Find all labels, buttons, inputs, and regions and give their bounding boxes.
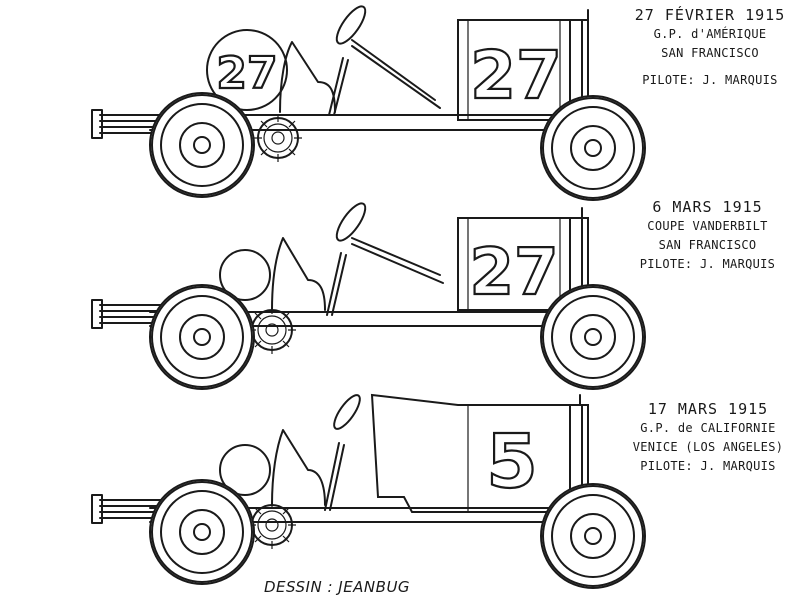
car-2-seat bbox=[271, 237, 326, 311]
car-2-driver: PILOTE: J. MARQUIS bbox=[639, 257, 776, 271]
car-2-place: SAN FRANCISCO bbox=[658, 238, 757, 252]
car-1-place: SAN FRANCISCO bbox=[661, 46, 759, 60]
car-1-tail-number: 27 bbox=[216, 48, 277, 99]
car-2-front-wheel bbox=[540, 284, 646, 390]
car-2-tail-tank bbox=[219, 249, 271, 301]
car-1-date: 27 FÉVRIER 1915 bbox=[634, 6, 786, 24]
car-2-hood: 27 bbox=[457, 207, 589, 311]
car-3-race-number: 5 bbox=[486, 419, 538, 505]
car-1-shifter bbox=[328, 57, 349, 116]
car-3-shifter bbox=[324, 442, 345, 511]
car-3-chain-gear bbox=[247, 500, 297, 550]
car-2-rear-wheel bbox=[149, 284, 255, 390]
car-1-event: G.P. d'AMÉRIQUE bbox=[653, 27, 767, 41]
car-1-steering-wheel bbox=[335, 5, 441, 109]
car-1-driver: PILOTE: J. MARQUIS bbox=[642, 73, 778, 87]
car-2-event: COUPE VANDERBILT bbox=[647, 219, 768, 233]
car-1-seat bbox=[279, 41, 336, 113]
car-1-tail bbox=[91, 109, 181, 139]
car-3-front-wheel bbox=[540, 483, 646, 589]
car-3-caption: 17 MARS 1915 G.P. de CALIFORNIE VENICE (… bbox=[618, 400, 798, 476]
car-1-tail-tank: 27 bbox=[206, 29, 288, 111]
car-2-chain-gear bbox=[247, 305, 297, 355]
car-1-front-wheel bbox=[540, 95, 646, 201]
car-2-date: 6 MARS 1915 bbox=[652, 198, 763, 216]
car-1-rear-wheel bbox=[149, 92, 255, 198]
car-2-shifter bbox=[326, 252, 347, 316]
car-1-race-number: 27 bbox=[470, 37, 562, 114]
car-1-hood: 27 bbox=[457, 9, 589, 121]
car-3-place: VENICE (LOS ANGELES) bbox=[632, 440, 784, 454]
car-3-hood: 5 bbox=[370, 393, 589, 513]
car-3-date: 17 MARS 1915 bbox=[647, 400, 769, 418]
car-2-steering-wheel bbox=[335, 202, 444, 284]
car-1: 27 27 bbox=[91, 5, 646, 201]
car-2-caption: 6 MARS 1915 COUPE VANDERBILT SAN FRANCIS… bbox=[620, 198, 795, 274]
car-3: 5 bbox=[91, 393, 646, 589]
car-1-caption: 27 FÉVRIER 1915 G.P. d'AMÉRIQUE SAN FRAN… bbox=[625, 6, 795, 90]
car-2-tail bbox=[91, 299, 181, 329]
car-3-driver: PILOTE: J. MARQUIS bbox=[640, 459, 776, 473]
car-3-steering-wheel bbox=[333, 394, 361, 430]
drawing-credit: DESSIN : JEANBUG bbox=[264, 578, 411, 596]
car-3-tail-tank bbox=[219, 444, 271, 496]
car-3-tail bbox=[91, 494, 181, 524]
car-3-event: G.P. de CALIFORNIE bbox=[640, 421, 776, 435]
car-1-chain-gear bbox=[253, 113, 303, 163]
car-2-race-number: 27 bbox=[469, 236, 558, 310]
car-2: 27 bbox=[91, 202, 646, 390]
car-3-seat bbox=[271, 429, 326, 506]
car-3-rear-wheel bbox=[149, 479, 255, 585]
